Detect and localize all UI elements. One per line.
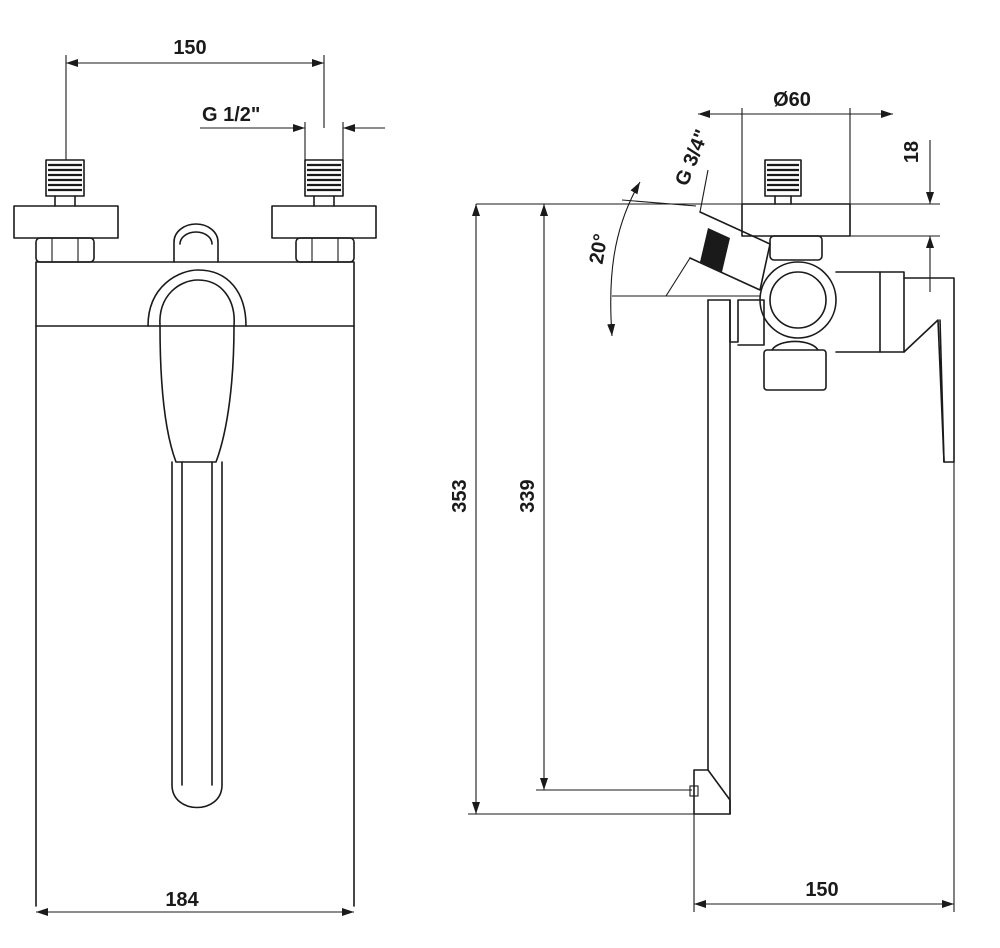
dim-total-height: 353 [449,204,694,815]
dim-spout-height-label: 339 [517,479,539,512]
outlet-thread-icon [700,228,730,272]
side-view: Ø60 18 [449,89,955,912]
dim-inlet-spacing-label: 150 [173,37,206,59]
dim-escutcheon-diameter: Ø60 [698,89,893,232]
top-knob [173,223,219,263]
dim-outlet-thread-label: G 3/4" [671,127,713,189]
lever-handle [147,269,247,463]
front-view: 150 G 1/2" [13,37,385,916]
angled-outlet: G 3/4" [621,127,771,297]
dim-body-width: 184 [36,889,354,916]
left-thread-icon [48,163,82,192]
dim-body-width-label: 184 [165,889,199,911]
dim-inlet-spacing: 150 [65,37,325,160]
right-thread-icon [307,163,341,192]
dim-outlet-angle-label: 20° [586,232,613,266]
dim-inlet-thread: G 1/2" [200,104,385,160]
side-spout [689,299,765,815]
side-inlet [741,159,851,261]
dim-escutcheon-depth-label: 18 [901,141,923,163]
dim-inlet-thread-label: G 1/2" [202,104,260,126]
dim-outlet-angle: 20° [586,181,760,337]
dim-total-height-label: 353 [449,479,471,512]
right-inlet-connector [271,159,377,263]
left-inlet-connector [13,159,119,263]
side-thread-icon [767,163,799,192]
dim-escutcheon-depth: 18 [850,140,940,292]
mixer-body [35,261,355,907]
dim-spout-height: 339 [517,204,692,791]
spout [171,461,223,809]
dim-projection: 150 [693,462,955,912]
dim-projection-label: 150 [805,879,838,901]
dim-escutcheon-diameter-label: Ø60 [773,89,811,111]
